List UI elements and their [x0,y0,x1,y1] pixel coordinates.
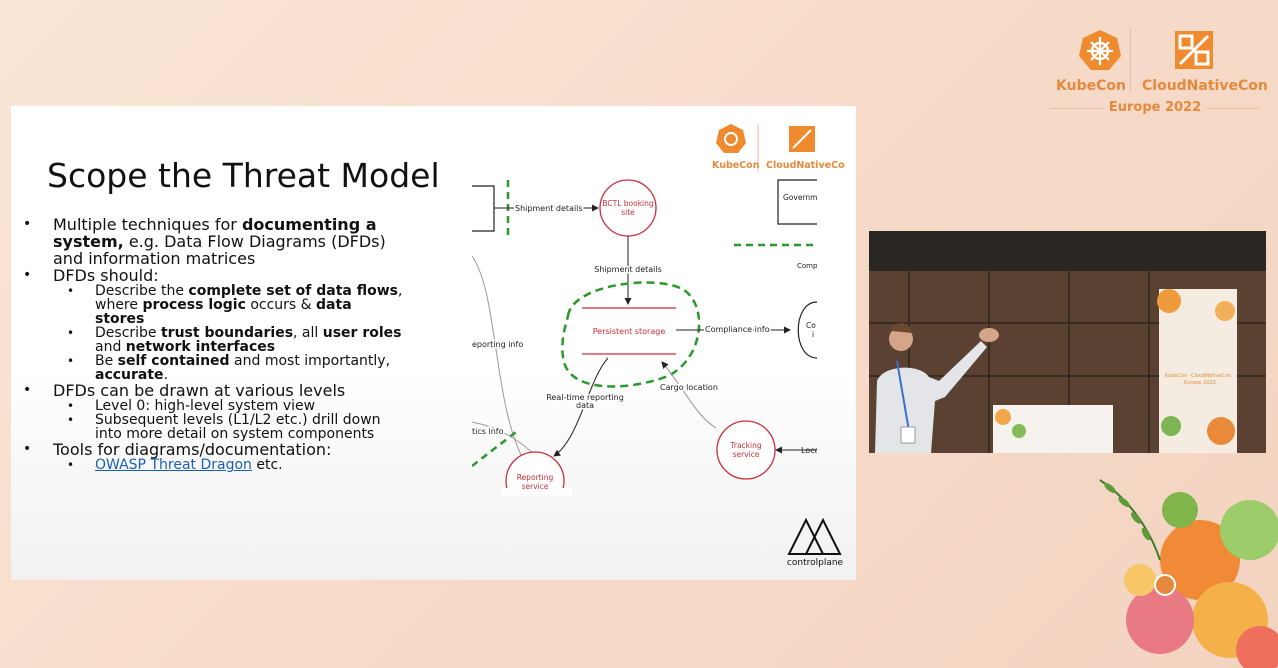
data-store-persistent-storage: Persistent storage [593,327,666,336]
speaker-video-feed: KubeCon CloudNativeCon Europe 2022 [869,231,1266,453]
svg-text:BCTL booking: BCTL booking [602,199,654,208]
svg-text:Comp: Comp [797,262,817,270]
svg-text:service: service [733,450,760,459]
svg-text:KubeCon: KubeCon [1165,373,1187,379]
flow-label-tics-info: tics info [472,427,504,436]
owasp-threat-dragon-link[interactable]: OWASP Threat Dragon [95,457,252,473]
presentation-slide: Scope the Threat Model Multiple techniqu… [11,106,856,580]
sub-bullet-trust-boundaries: Describe trust boundaries, all user role… [11,326,461,354]
event-branding: KubeCon CloudNativeCon Europe 2022 [1050,26,1268,118]
flow-label-cargo-location: Cargo location [660,383,718,392]
process-compliance-partial [797,301,817,359]
data-flow-diagram: Shipment details BCTL booking site Gover… [472,179,817,496]
cncf-logo-icon [1175,31,1213,69]
svg-text:CloudNativeCon: CloudNativeCon [766,160,845,171]
kubernetes-helm-icon [1079,30,1121,70]
flow-label-compliance-info: Compliance info [705,325,770,334]
speaker-scene: KubeCon CloudNativeCon Europe 2022 [869,231,1266,453]
svg-text:i: i [812,330,814,339]
sub-bullet-data-flows: Describe the complete set of data flows,… [11,284,461,326]
svg-text:service: service [522,482,549,491]
bullet-dfds-should: DFDs should: [11,267,461,284]
svg-text:site: site [621,208,635,217]
bullet-levels: DFDs can be drawn at various levels [11,382,461,399]
slide-bullet-list: Multiple techniques for documenting a sy… [11,216,461,472]
flow-label-shipment-details-1: Shipment details [515,204,583,213]
svg-text:Loca: Loca [801,446,817,455]
svg-text:KubeCon: KubeCon [712,160,760,171]
podium-screen [993,405,1113,453]
event-edition-label: Europe 2022 [1108,100,1202,115]
external-entity-left [472,185,495,232]
sub-bullet-subsequent-levels: Subsequent levels (L1/L2 etc.) drill dow… [11,413,461,441]
bullet-documenting: Multiple techniques for documenting a sy… [11,216,461,267]
svg-text:Reporting: Reporting [517,473,554,482]
controlplane-wordmark: controlplane [786,558,844,568]
flow-label-realtime-1: Real-time reporting [546,393,624,402]
flow-label-reporting-info: eporting info [472,340,523,349]
svg-text:Europe 2022: Europe 2022 [1184,380,1216,386]
mountain-logo-icon [787,517,842,555]
external-entity-government [777,179,817,225]
svg-text:Tracking: Tracking [729,441,761,450]
slide-event-branding: KubeCon CloudNativeCon [712,124,845,172]
decorative-floral-illustration [1099,479,1278,668]
kubernetes-helm-icon [716,124,746,153]
cloudnativecon-label: CloudNativeCon [1142,78,1268,94]
flow-label-shipment-details-2: Shipment details [594,265,662,274]
sub-bullet-threat-dragon: OWASP Threat Dragon etc. [11,458,461,472]
bullet-tools: Tools for diagrams/documentation: [11,441,461,458]
sub-bullet-self-contained: Be self contained and most importantly, … [11,354,461,382]
sub-bullet-level-0: Level 0: high-level system view [11,399,461,413]
kubecon-label: KubeCon [1056,78,1126,94]
speaker-figure [875,323,999,453]
slide-title: Scope the Threat Model [47,156,440,195]
svg-text:Governm: Governm [783,193,817,202]
svg-text:CloudNativeCon: CloudNativeCon [1191,373,1231,379]
controlplane-logo: controlplane [783,514,847,570]
flow-label-realtime-2: data [576,401,594,410]
process-reporting-service [505,451,565,496]
svg-text:Co: Co [806,321,816,330]
branding-divider [1130,28,1131,92]
